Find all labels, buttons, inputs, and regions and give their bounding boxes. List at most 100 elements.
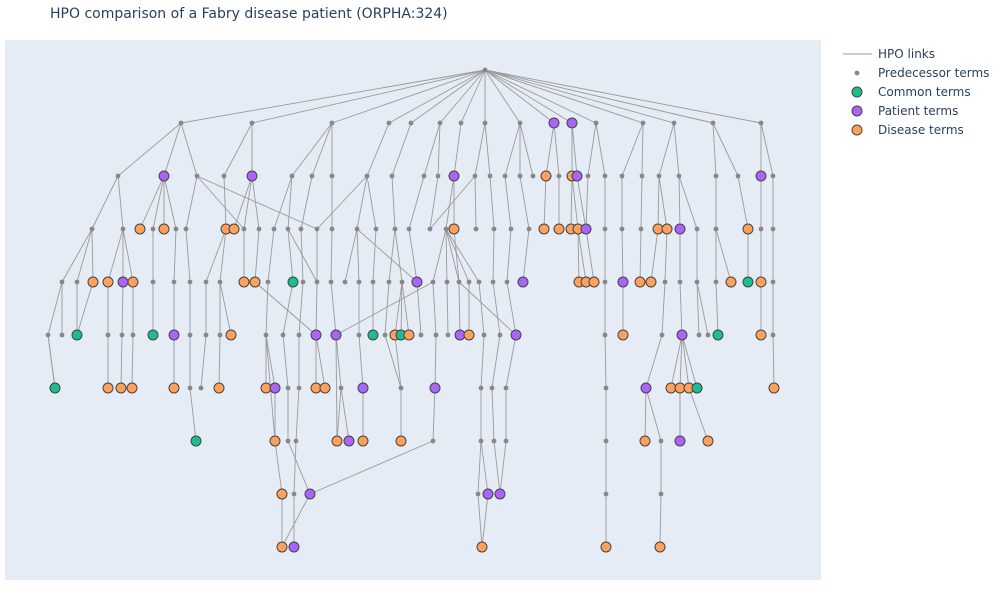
predecessor-term-point[interactable] — [398, 385, 404, 391]
predecessor-term-point[interactable] — [503, 438, 509, 444]
disease-term-point[interactable] — [276, 488, 288, 500]
predecessor-term-point[interactable] — [150, 226, 156, 232]
predecessor-term-point[interactable] — [710, 120, 716, 126]
predecessor-term-point[interactable] — [249, 120, 255, 126]
predecessor-term-point[interactable] — [603, 385, 609, 391]
disease-term-point[interactable] — [331, 435, 343, 447]
patient-term-point[interactable] — [448, 170, 460, 182]
predecessor-term-point[interactable] — [399, 279, 405, 285]
predecessor-term-point[interactable] — [585, 173, 591, 179]
predecessor-term-point[interactable] — [530, 173, 536, 179]
predecessor-term-point[interactable] — [658, 438, 664, 444]
disease-term-point[interactable] — [448, 223, 460, 235]
common-term-point[interactable] — [71, 329, 83, 341]
predecessor-term-point[interactable] — [354, 226, 360, 232]
predecessor-term-point[interactable] — [504, 279, 510, 285]
patient-term-point[interactable] — [158, 170, 170, 182]
predecessor-term-point[interactable] — [478, 385, 484, 391]
common-term-point[interactable] — [147, 329, 159, 341]
patient-term-point[interactable] — [411, 276, 423, 288]
predecessor-term-point[interactable] — [676, 173, 682, 179]
predecessor-term-point[interactable] — [433, 332, 439, 338]
common-term-point[interactable] — [691, 382, 703, 394]
predecessor-term-point[interactable] — [309, 173, 315, 179]
predecessor-term-point[interactable] — [482, 67, 488, 73]
disease-term-point[interactable] — [645, 276, 657, 288]
predecessor-term-point[interactable] — [656, 173, 662, 179]
common-term-point[interactable] — [49, 382, 61, 394]
predecessor-term-point[interactable] — [183, 226, 189, 232]
predecessor-term-point[interactable] — [74, 279, 80, 285]
predecessor-term-point[interactable] — [694, 226, 700, 232]
disease-term-point[interactable] — [134, 223, 146, 235]
predecessor-term-point[interactable] — [386, 279, 392, 285]
disease-term-point[interactable] — [661, 223, 673, 235]
disease-term-point[interactable] — [768, 382, 780, 394]
disease-term-point[interactable] — [588, 276, 600, 288]
predecessor-term-point[interactable] — [489, 385, 495, 391]
disease-term-point[interactable] — [742, 223, 754, 235]
disease-term-point[interactable] — [269, 435, 281, 447]
predecessor-term-point[interactable] — [491, 438, 497, 444]
disease-term-point[interactable] — [126, 382, 138, 394]
predecessor-term-point[interactable] — [770, 226, 776, 232]
predecessor-term-point[interactable] — [475, 491, 481, 497]
predecessor-term-point[interactable] — [458, 120, 464, 126]
predecessor-term-point[interactable] — [356, 279, 362, 285]
predecessor-term-point[interactable] — [217, 279, 223, 285]
patient-term-point[interactable] — [269, 382, 281, 394]
predecessor-term-point[interactable] — [364, 173, 370, 179]
disease-term-point[interactable] — [319, 382, 331, 394]
predecessor-term-point[interactable] — [241, 226, 247, 232]
predecessor-term-point[interactable] — [758, 120, 764, 126]
predecessor-term-point[interactable] — [502, 173, 508, 179]
predecessor-term-point[interactable] — [696, 332, 702, 338]
predecessor-term-point[interactable] — [386, 120, 392, 126]
predecessor-term-point[interactable] — [285, 385, 291, 391]
predecessor-term-point[interactable] — [735, 173, 741, 179]
predecessor-term-point[interactable] — [119, 332, 125, 338]
predecessor-term-point[interactable] — [194, 173, 200, 179]
predecessor-term-point[interactable] — [314, 279, 320, 285]
predecessor-term-point[interactable] — [285, 438, 291, 444]
predecessor-term-point[interactable] — [602, 226, 608, 232]
predecessor-term-point[interactable] — [430, 279, 436, 285]
predecessor-term-point[interactable] — [271, 226, 277, 232]
disease-term-point[interactable] — [276, 541, 288, 553]
predecessor-term-point[interactable] — [338, 385, 344, 391]
predecessor-term-point[interactable] — [770, 173, 776, 179]
predecessor-term-point[interactable] — [392, 226, 398, 232]
patient-term-point[interactable] — [429, 382, 441, 394]
disease-term-point[interactable] — [225, 329, 237, 341]
predecessor-term-point[interactable] — [256, 226, 262, 232]
predecessor-term-point[interactable] — [342, 279, 348, 285]
predecessor-term-point[interactable] — [171, 279, 177, 285]
predecessor-term-point[interactable] — [473, 226, 479, 232]
disease-term-point[interactable] — [395, 435, 407, 447]
predecessor-term-point[interactable] — [671, 120, 677, 126]
predecessor-term-point[interactable] — [478, 438, 484, 444]
predecessor-term-point[interactable] — [705, 332, 711, 338]
common-term-point[interactable] — [742, 276, 754, 288]
predecessor-term-point[interactable] — [280, 332, 286, 338]
predecessor-term-point[interactable] — [418, 332, 424, 338]
predecessor-term-point[interactable] — [298, 226, 304, 232]
predecessor-term-point[interactable] — [497, 332, 503, 338]
disease-term-point[interactable] — [249, 276, 261, 288]
predecessor-term-point[interactable] — [187, 279, 193, 285]
predecessor-term-point[interactable] — [221, 173, 227, 179]
disease-term-point[interactable] — [168, 382, 180, 394]
predecessor-term-point[interactable] — [150, 279, 156, 285]
predecessor-term-point[interactable] — [602, 332, 608, 338]
common-term-point[interactable] — [367, 329, 379, 341]
disease-term-point[interactable] — [654, 541, 666, 553]
disease-term-point[interactable] — [755, 329, 767, 341]
disease-term-point[interactable] — [476, 541, 488, 553]
predecessor-term-point[interactable] — [472, 173, 478, 179]
disease-term-point[interactable] — [87, 276, 99, 288]
predecessor-term-point[interactable] — [59, 279, 65, 285]
predecessor-term-point[interactable] — [639, 173, 645, 179]
disease-term-point[interactable] — [600, 541, 612, 553]
predecessor-term-point[interactable] — [526, 226, 532, 232]
